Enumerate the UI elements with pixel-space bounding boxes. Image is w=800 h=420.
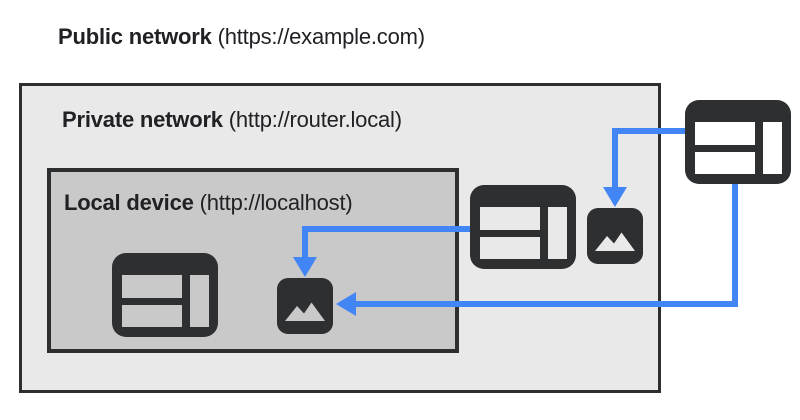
private-network-label-url: (http://router.local) — [222, 107, 402, 132]
webpage-icon-public — [685, 100, 791, 184]
private-network-label: Private network (http://router.local) — [62, 107, 402, 133]
image-icon-private — [587, 208, 643, 264]
private-network-box: Private network (http://router.local) Lo… — [19, 83, 661, 393]
webpage-icon-private — [470, 185, 576, 269]
local-device-label-bold: Local device — [64, 190, 194, 215]
public-network-label: Public network (https://example.com) — [58, 24, 425, 50]
webpage-icon-local — [112, 253, 218, 337]
private-network-label-bold: Private network — [62, 107, 223, 132]
image-icon-local — [277, 278, 333, 334]
local-device-label: Local device (http://localhost) — [64, 190, 353, 216]
public-network-label-bold: Public network — [58, 24, 212, 49]
local-device-label-url: (http://localhost) — [193, 190, 353, 215]
local-device-box: Local device (http://localhost) — [47, 168, 459, 353]
public-network-label-url: (https://example.com) — [211, 24, 426, 49]
